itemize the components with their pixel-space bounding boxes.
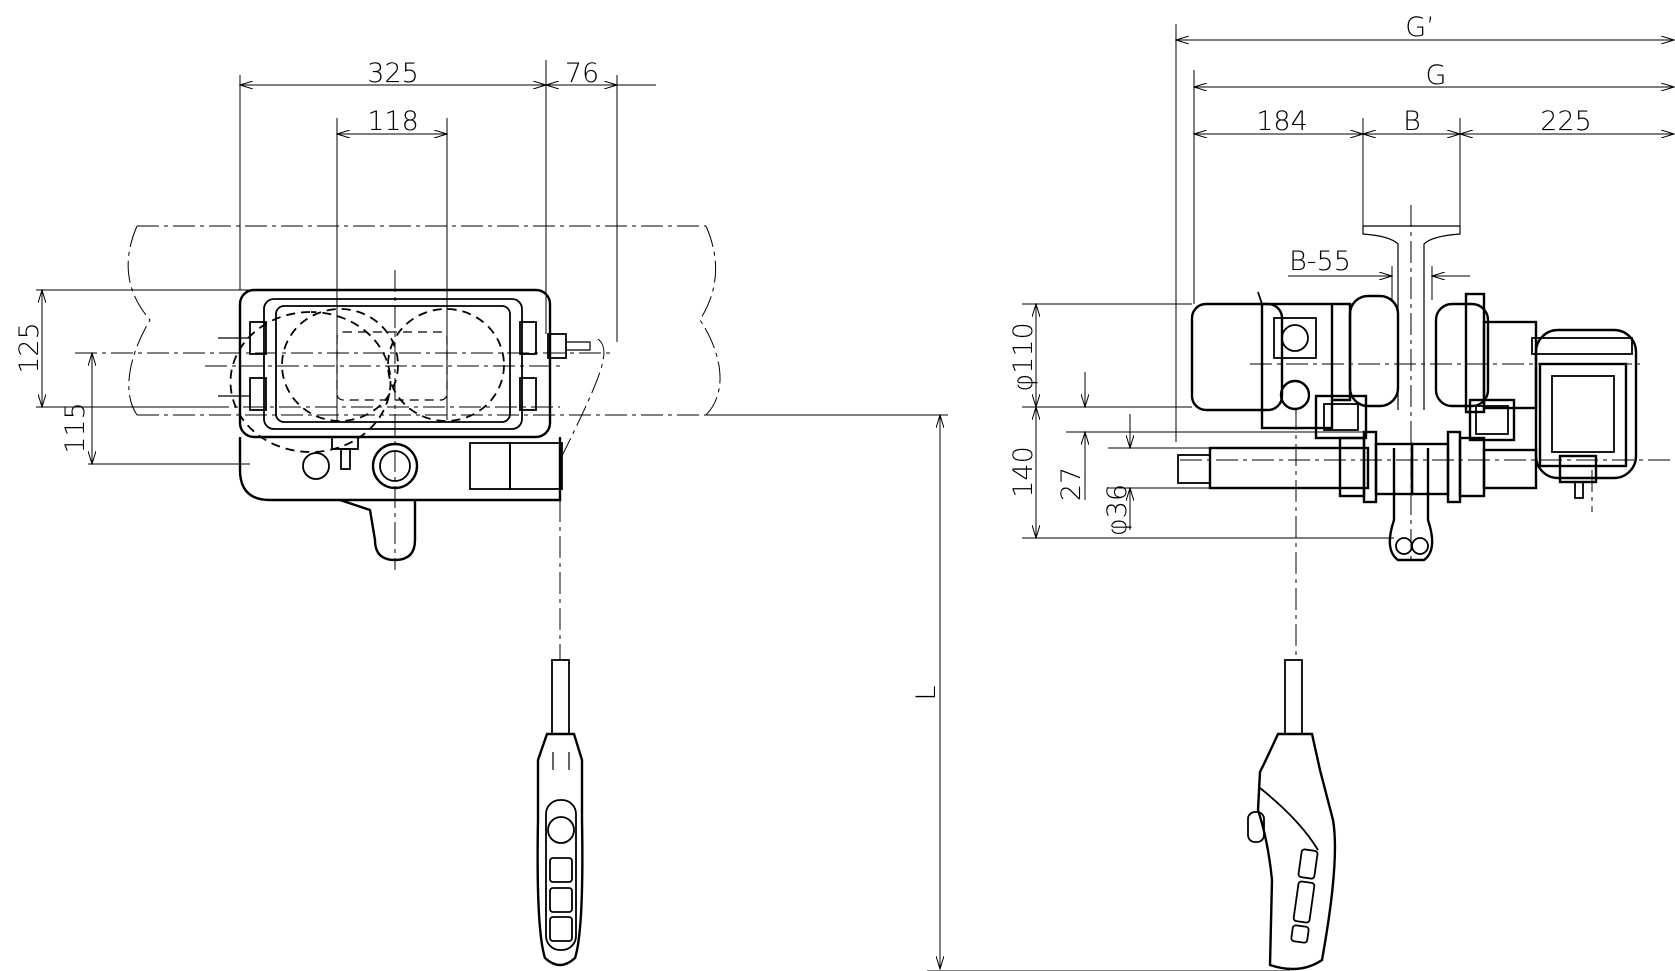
dim-76-label: 76 xyxy=(565,58,599,89)
dim-115: 115 xyxy=(60,353,250,464)
dim-lift-l: L xyxy=(706,415,1290,971)
dim-g-prime: G’ xyxy=(1176,12,1675,442)
dim-phi110: φ110 xyxy=(1008,304,1192,407)
dim-118: 118 xyxy=(337,106,447,420)
dim-184-label: 184 xyxy=(1256,106,1308,137)
dim-g-prime-label: G’ xyxy=(1405,12,1435,43)
dim-118-label: 118 xyxy=(367,106,419,137)
dim-115-label: 115 xyxy=(60,402,91,454)
side-motor-right xyxy=(1434,292,1638,480)
dim-325-label: 325 xyxy=(367,58,419,89)
dim-b55-label: B-55 xyxy=(1289,246,1351,277)
front-view: 325 76 118 125 115 xyxy=(14,58,721,967)
front-pendant-switch xyxy=(536,659,584,967)
dim-b-label: B xyxy=(1403,106,1421,137)
dim-phi110-label: φ110 xyxy=(1008,322,1039,391)
dim-b55: B-55 xyxy=(1288,246,1470,300)
side-pendant-switch xyxy=(1247,659,1337,971)
dim-g: G xyxy=(1194,60,1674,304)
dim-184-b-225: 184 B 225 xyxy=(1194,106,1674,226)
dim-phi36: φ36 xyxy=(1102,414,1210,536)
dim-140: 140 xyxy=(1008,407,1394,538)
front-beam-outline xyxy=(127,225,721,461)
dim-phi36-label: φ36 xyxy=(1102,484,1133,536)
dim-l-label: L xyxy=(911,685,942,700)
dim-27-label: 27 xyxy=(1056,467,1087,501)
dim-27: 27 xyxy=(1056,372,1364,501)
front-housing xyxy=(218,288,591,562)
dim-140-label: 140 xyxy=(1008,446,1039,498)
dim-225-label: 225 xyxy=(1540,106,1592,137)
dim-125: 125 xyxy=(14,290,250,407)
side-rail-section xyxy=(1362,205,1461,560)
side-motor-left xyxy=(1190,291,1400,440)
dim-g-label: G xyxy=(1426,60,1447,91)
side-axle xyxy=(1177,430,1598,562)
dim-325-76: 325 76 xyxy=(240,58,656,342)
dim-125-label: 125 xyxy=(14,322,45,374)
side-view: G’ G 184 B 225 B-55 xyxy=(1008,12,1675,971)
